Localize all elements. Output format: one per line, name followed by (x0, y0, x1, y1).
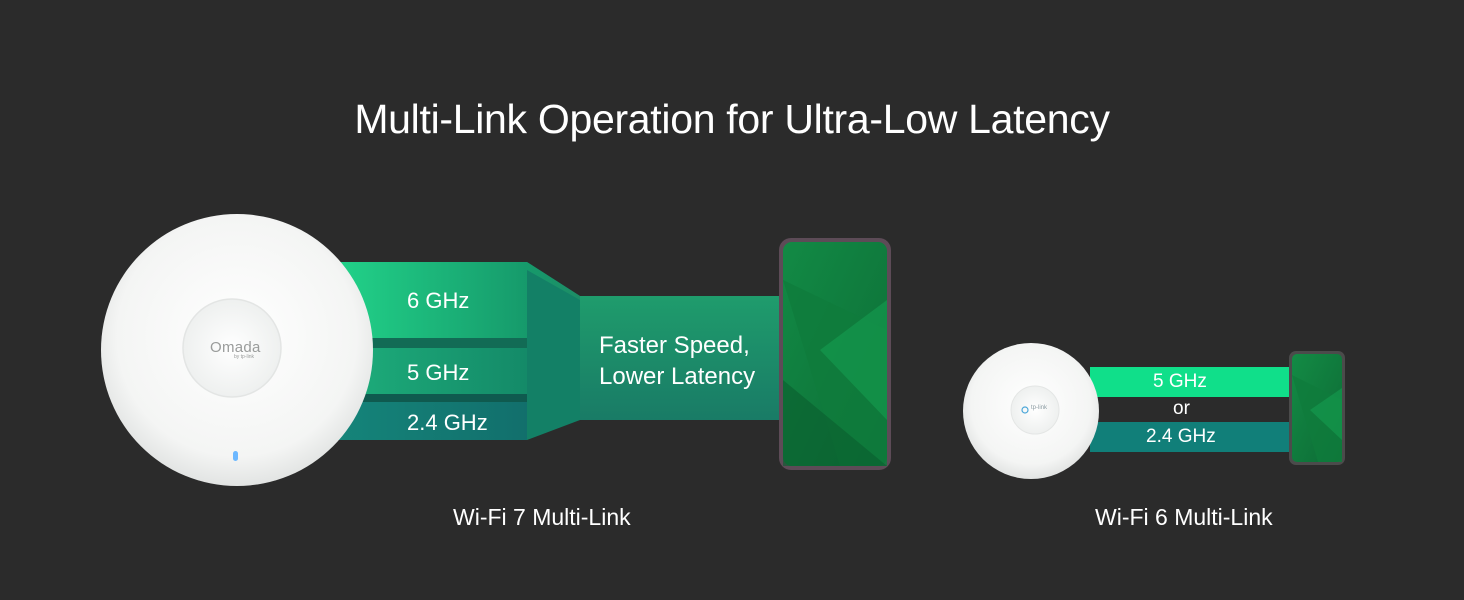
wifi7-access-point (101, 214, 373, 486)
wifi6-caption: Wi-Fi 6 Multi-Link (1095, 504, 1273, 530)
band-label-2-4ghz: 2.4 GHz (407, 410, 488, 435)
merged-line-2: Lower Latency (599, 363, 756, 390)
band-label-5ghz: 5 GHz (407, 360, 470, 385)
wifi6-phone (1289, 351, 1345, 465)
merged-line-1: Faster Speed, (599, 332, 750, 359)
wifi6-separator: or (1173, 398, 1190, 419)
omada-logo-sub: by tp-link (234, 354, 255, 360)
wifi6-band-streams (1090, 367, 1292, 452)
merged-stream (580, 296, 782, 420)
wifi6-band-label-2-4ghz: 2.4 GHz (1146, 426, 1216, 447)
wifi6-access-point (963, 343, 1099, 479)
band-6ghz (330, 262, 527, 338)
wifi7-caption: Wi-Fi 7 Multi-Link (453, 504, 631, 530)
page-title: Multi-Link Operation for Ultra-Low Laten… (354, 96, 1110, 142)
band-2-4ghz (330, 402, 527, 440)
wifi6-band-5ghz (1090, 367, 1292, 397)
tp-link-logo: tp-link (1031, 405, 1048, 411)
omada-logo: Omada by tp-link (210, 339, 270, 360)
band-label-6ghz: 6 GHz (407, 288, 470, 313)
omada-logo-text: Omada (210, 339, 261, 356)
wifi7-phone (779, 238, 891, 470)
merged-benefit-label: Faster Speed, Lower Latency (599, 330, 755, 392)
wifi6-band-label-5ghz: 5 GHz (1153, 371, 1207, 392)
wifi6-band-2-4ghz (1090, 422, 1292, 452)
wifi7-band-streams (330, 262, 782, 440)
